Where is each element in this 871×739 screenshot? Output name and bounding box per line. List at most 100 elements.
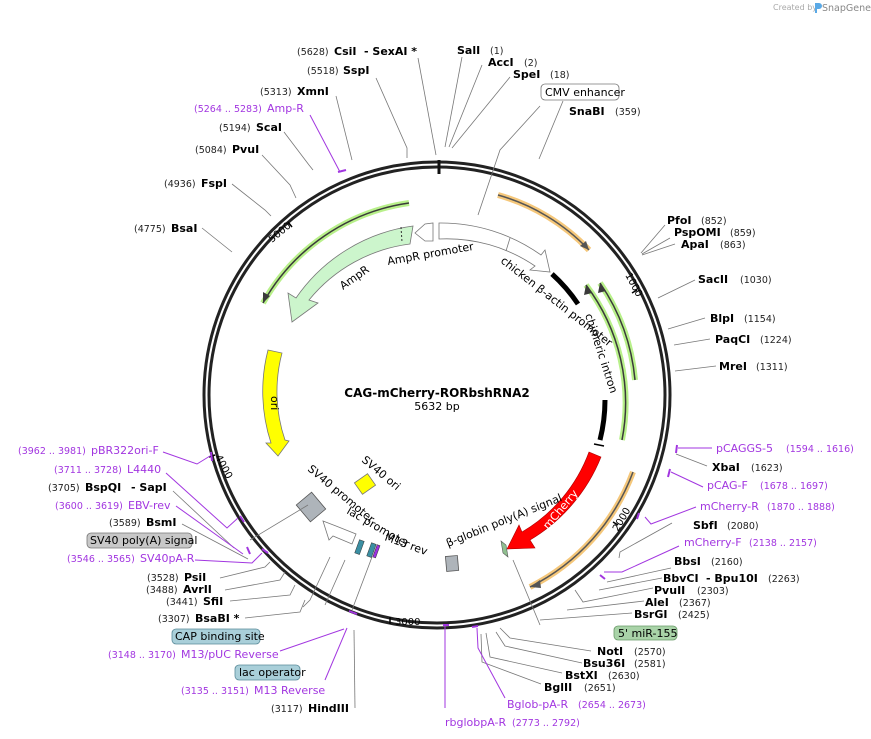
green-arc-intron-1[interactable] — [583, 283, 629, 441]
site-sbfi[interactable]: SbfI (2080) — [693, 519, 759, 532]
label-chimeric-intron: chimeric intron — [582, 312, 620, 395]
site-pvui[interactable]: (5084) PvuI — [195, 143, 259, 156]
svg-text:SV40 poly(A) signal: SV40 poly(A) signal — [90, 534, 197, 547]
feature-ampr[interactable] — [287, 225, 414, 323]
primer-pcag-f[interactable]: pCAG-F (1678 .. 1697) — [707, 479, 828, 492]
feature-sv40-promoter[interactable] — [322, 520, 357, 545]
feature-sv40-promoter-gray[interactable] — [295, 491, 327, 523]
svg-text:(5518): (5518) — [307, 66, 339, 77]
svg-text:(1870 .. 1888): (1870 .. 1888) — [767, 502, 835, 513]
site-apai[interactable]: ApaI (863) — [681, 238, 746, 251]
box-5-mir-155[interactable]: 5' miR-155 — [613, 625, 677, 641]
svg-text:XbaI: XbaI — [712, 461, 740, 474]
primer-rbglobpa-r[interactable]: rbglobpA-R (2773 .. 2792) — [445, 716, 580, 729]
svg-text:Bglob-pA-R: Bglob-pA-R — [507, 698, 569, 711]
site-noti[interactable]: NotI (2570) — [597, 645, 666, 658]
svg-text:(2138 .. 2157): (2138 .. 2157) — [749, 538, 817, 549]
svg-text:PaqCI: PaqCI — [715, 333, 750, 346]
site-snabi[interactable]: SnaBI (359) — [569, 105, 641, 118]
primer-sv40pa-r[interactable]: (3546 .. 3565) SV40pA-R — [67, 552, 195, 565]
site-bbvci[interactable]: BbvCI - Bpu10I (2263) — [663, 572, 800, 585]
svg-text:(3441): (3441) — [166, 597, 198, 608]
feature-chimeric-intron-start[interactable] — [550, 272, 581, 306]
site-sacii[interactable]: SacII (1030) — [698, 273, 772, 286]
site-hindiii[interactable]: (3117) HindIII — [271, 702, 349, 715]
site-bsrgi[interactable]: BsrGI (2425) — [634, 608, 710, 621]
box-sv40-polya-signal[interactable]: SV40 poly(A) signal — [86, 532, 197, 549]
primer-l4440[interactable]: (3711 .. 3728) L4440 — [54, 463, 161, 476]
site-bbsi[interactable]: BbsI (2160) — [674, 555, 743, 568]
site-xbai[interactable]: XbaI (1623) — [712, 461, 783, 474]
site-blpi[interactable]: BlpI (1154) — [710, 312, 776, 325]
svg-text:(5628): (5628) — [297, 47, 329, 58]
orange-arc-lower[interactable] — [528, 470, 636, 590]
site-bsabi[interactable]: (3307) BsaBI * — [158, 612, 240, 625]
svg-text:BbvCI: BbvCI — [663, 572, 699, 585]
svg-text:BstXI: BstXI — [565, 669, 598, 682]
svg-text:(2): (2) — [524, 58, 537, 69]
svg-text:SpeI: SpeI — [513, 68, 540, 81]
site-paqci[interactable]: PaqCI (1224) — [715, 333, 792, 346]
primer-bglob-pa-r[interactable]: Bglob-pA-R (2654 .. 2673) — [507, 698, 646, 711]
feature-ampr-promoter[interactable] — [414, 222, 434, 242]
site-sali[interactable]: SalI (1) — [457, 44, 503, 57]
site-pspomi[interactable]: PspOMI (859) — [674, 226, 756, 239]
green-arc-intron-2[interactable] — [597, 281, 638, 381]
primer-m13-reverse[interactable]: (3135 .. 3151) M13 Reverse — [181, 684, 325, 697]
primer-amp-r[interactable]: (5264 .. 5283) Amp-R — [194, 102, 304, 115]
svg-text:SV40pA-R: SV40pA-R — [140, 552, 195, 565]
site-bspqi[interactable]: (3705) BspQI - SapI — [48, 481, 167, 494]
cmv-enhancer-arc[interactable] — [497, 192, 592, 253]
feature-beta-globin-polya[interactable] — [500, 540, 509, 558]
feature-lac-promoter[interactable] — [354, 539, 381, 559]
green-arc-amp[interactable] — [260, 200, 410, 305]
box-cmv-enhancer[interactable]: CMV enhancer — [540, 83, 625, 101]
primer-pcaggs-5[interactable]: pCAGGS-5 (1594 .. 1616) — [716, 442, 854, 455]
svg-text:(2654 .. 2673): (2654 .. 2673) — [578, 700, 646, 711]
site-bstxi[interactable]: BstXI (2630) — [565, 669, 640, 682]
site-sspi[interactable]: (5518) SspI — [307, 64, 369, 77]
site-fspi[interactable]: (4936) FspI — [164, 177, 227, 190]
primer-mcherry-r[interactable]: mCherry-R (1870 .. 1888) — [700, 500, 835, 513]
svg-text:M13/pUC Reverse: M13/pUC Reverse — [181, 648, 279, 661]
site-psii[interactable]: (3528) PsiI — [147, 571, 206, 584]
svg-text:(1678 .. 1697): (1678 .. 1697) — [760, 481, 828, 492]
feature-gray-box[interactable] — [444, 555, 460, 572]
site-alei[interactable]: AleI (2367) — [645, 596, 711, 609]
site-sfii[interactable]: (3441) SfiI — [166, 595, 223, 608]
site-pvuii[interactable]: PvuII (2303) — [654, 584, 729, 597]
site-xmni[interactable]: (5313) XmnI — [260, 85, 329, 98]
site-scai[interactable]: (5194) ScaI — [219, 121, 282, 134]
feature-ori[interactable]: ori — [262, 349, 290, 457]
svg-text:MreI: MreI — [719, 360, 747, 373]
primer-leaders — [162, 114, 712, 708]
site-bsmi[interactable]: (3589) BsmI — [109, 516, 177, 529]
primer-mcherry-f[interactable]: mCherry-F (2138 .. 2157) — [684, 536, 817, 549]
svg-text:(5084): (5084) — [195, 145, 227, 156]
credit: Created by SnapGene — [773, 3, 871, 14]
svg-text:(3546 .. 3565): (3546 .. 3565) — [67, 554, 135, 565]
site-bglii[interactable]: BglII (2651) — [544, 681, 616, 694]
site-avrii[interactable]: (3488) AvrII — [146, 583, 212, 596]
site-bsu36i[interactable]: Bsu36I (2581) — [583, 657, 666, 670]
site-acci[interactable]: AccI (2) — [488, 56, 537, 69]
svg-text:PvuI: PvuI — [232, 143, 259, 156]
svg-text:Bsu36I: Bsu36I — [583, 657, 625, 670]
site-bsai[interactable]: (4775) BsaI — [134, 222, 197, 235]
site-mrei[interactable]: MreI (1311) — [719, 360, 788, 373]
feature-chimeric-intron-end[interactable] — [597, 399, 608, 441]
primer-pbr322ori-f[interactable]: (3962 .. 3981) pBR322ori-F — [18, 444, 159, 457]
site-spei[interactable]: SpeI (18) — [513, 68, 570, 81]
feature-chicken-beta-actin-promoter[interactable] — [438, 222, 551, 273]
primer-ebv-rev[interactable]: (3600 .. 3619) EBV-rev — [55, 499, 171, 512]
svg-text:(3705): (3705) — [48, 483, 80, 494]
svg-text:(4936): (4936) — [164, 179, 196, 190]
feature-sv40-ori[interactable] — [353, 473, 377, 495]
primer-m13-puc-reverse[interactable]: (3148 .. 3170) M13/pUC Reverse — [108, 648, 279, 661]
svg-text:(863): (863) — [720, 240, 746, 251]
site-csii[interactable]: (5628) CsiI - SexAI * — [297, 45, 417, 58]
box-lac-operator[interactable]: lac operator — [234, 664, 306, 681]
box-cap-binding-site[interactable]: CAP binding site — [171, 628, 265, 645]
site-pfoi[interactable]: PfoI (852) — [667, 214, 727, 227]
boxed-labels: CMV enhancer 5' miR-155 CAP binding site… — [86, 83, 677, 681]
